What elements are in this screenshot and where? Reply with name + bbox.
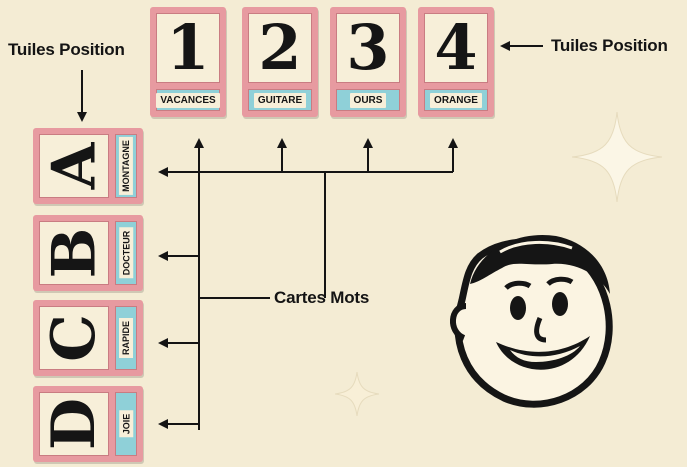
position-tile-4: 4 ORANGE — [418, 7, 494, 117]
tile-number: 4 — [424, 13, 488, 83]
tile-number: 1 — [156, 13, 220, 83]
position-tile-2: 2 GUITARE — [242, 7, 318, 117]
cartes-mots-label: Cartes Mots — [274, 288, 370, 307]
tiles-position-label-left: Tuiles Position — [8, 40, 125, 59]
tile-number: 2 — [248, 13, 312, 83]
word-card-text: DOCTEUR — [119, 227, 133, 279]
word-card: MONTAGNE — [115, 134, 137, 198]
word-card: RAPIDE — [115, 306, 137, 370]
word-card-text: JOIE — [119, 410, 134, 438]
word-card-text: VACANCES — [156, 92, 220, 108]
word-card-text: ORANGE — [430, 92, 482, 108]
word-card: VACANCES — [156, 89, 220, 111]
tile-letter: B — [39, 221, 109, 285]
tile-number: 3 — [336, 13, 400, 83]
tile-letter-text: A — [39, 142, 109, 190]
word-card-text: MONTAGNE — [119, 137, 133, 195]
word-card: DOCTEUR — [115, 221, 137, 285]
word-card-text: RAPIDE — [119, 317, 134, 359]
tiles-position-label-right: Tuiles Position — [551, 36, 668, 55]
tile-letter-text: B — [39, 227, 109, 279]
word-card: JOIE — [115, 392, 137, 456]
position-tile-d: D JOIE — [33, 386, 143, 462]
tile-letter: C — [39, 306, 109, 370]
word-card-text: GUITARE — [253, 92, 307, 108]
position-tile-a: A MONTAGNE — [33, 128, 143, 204]
tile-letter-text: C — [38, 314, 109, 362]
position-tile-b: B DOCTEUR — [33, 215, 143, 291]
position-tile-1: 1 VACANCES — [150, 7, 226, 117]
smiling-man-face-icon — [450, 234, 613, 408]
star-sparkle-icon — [335, 372, 379, 416]
position-tile-c: C RAPIDE — [33, 300, 143, 376]
word-card: OURS — [336, 89, 400, 111]
word-card: GUITARE — [248, 89, 312, 111]
star-sparkle-icon — [572, 112, 662, 202]
tile-letter: D — [39, 392, 109, 456]
word-card-text: OURS — [349, 92, 387, 108]
tile-letter-text: D — [39, 397, 109, 451]
word-card: ORANGE — [424, 89, 488, 111]
tile-letter: A — [39, 134, 109, 198]
position-tile-3: 3 OURS — [330, 7, 406, 117]
